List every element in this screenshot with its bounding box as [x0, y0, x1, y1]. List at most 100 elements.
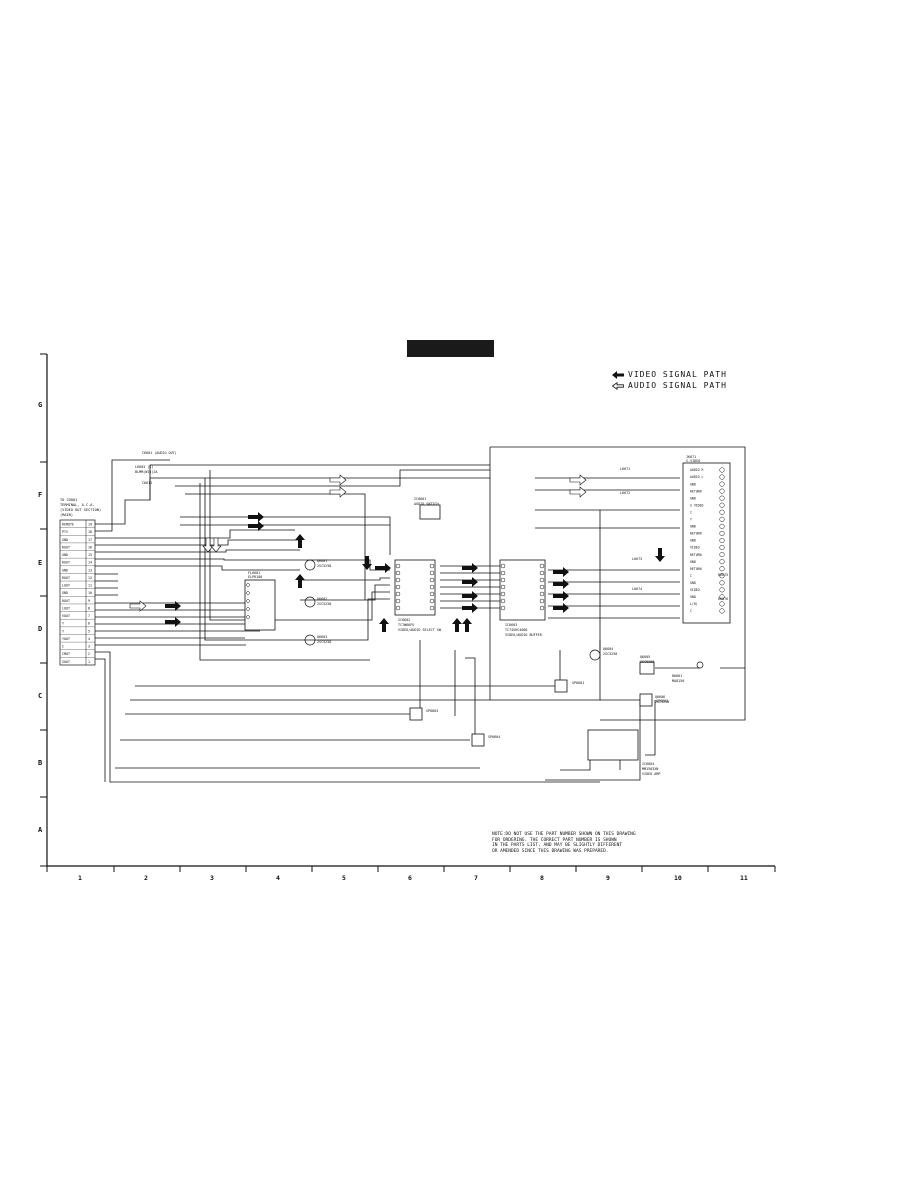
column-labels: 1 2 3 4 5 6 7 8 9 10 11: [78, 874, 748, 882]
label-q6604-sub: 2SC5258: [603, 652, 617, 656]
connector-pin-label: RETURN: [690, 553, 702, 557]
label-q6603: Q6603: [317, 635, 327, 639]
label-d6601-sub: MA8150: [672, 679, 684, 683]
label-sp6603: SP6603: [426, 709, 438, 713]
label-ic6603-desc: VIDEO/AUDIO BUFFER: [505, 633, 543, 637]
q6603-symbol: [304, 634, 316, 646]
col-label-8: 8: [540, 874, 544, 882]
label-l6673: L6673: [632, 557, 642, 561]
terminal-block: TO CD001 TERMINAL, A.C.A. (VIDEO OUT SEC…: [59, 498, 101, 666]
terminal-pin-number: 14: [88, 561, 92, 565]
terminal-pin-number: 8: [88, 606, 90, 610]
label-ic6602-desc: VIDEO/AUDIO SELECT SW: [398, 628, 442, 632]
terminal-pin-name: C: [62, 645, 64, 649]
connector-pin: [719, 474, 725, 480]
connector-pin: [719, 488, 725, 494]
label-ic6601: IC6601: [414, 497, 426, 501]
label-ic6604-sub: MM1503XN: [642, 767, 658, 771]
connector-pin-label: AUDIO L: [690, 475, 704, 479]
note-line: FOR ORDERING. THE CORRECT PART NUMBER IS…: [492, 837, 617, 843]
connector-pin: [719, 559, 725, 565]
connector-pin-label: S VIDEO: [690, 503, 704, 507]
q6601-symbol: [304, 559, 316, 571]
terminal-pin-name: PTV: [62, 530, 68, 534]
sp6601-box: [554, 679, 568, 693]
label-l6671: L6671: [620, 467, 630, 471]
label-q6601: Q6601: [317, 559, 327, 563]
connector-pin-label: RETURN: [690, 489, 702, 493]
legend-video-row: VIDEO SIGNAL PATH: [612, 369, 727, 380]
terminal-pin-name: Y: [62, 622, 64, 626]
terminal-pin-number: 19: [88, 522, 92, 526]
label-q6601-sub: 2SC5258: [317, 564, 331, 568]
fl6601-block: [244, 579, 276, 631]
label-q6602-sub: 2SC5258: [317, 602, 331, 606]
connector-pin: [719, 495, 725, 501]
connector-pin-label: RETURN: [690, 532, 702, 536]
label-ic6602: IC6602: [398, 618, 410, 622]
col-label-11: 11: [740, 874, 748, 882]
label-q6605: Q6605: [640, 655, 650, 659]
component-labels: C6601 (AUDIO OUT) L6603 (S) BLMM(WIO)2A …: [135, 451, 728, 776]
terminal-pin-number: 7: [88, 614, 90, 618]
terminal-title-line: TERMINAL, A.C.A.: [60, 503, 95, 507]
terminal-pin-name: GND: [62, 553, 68, 557]
label-l6672: L6672: [620, 491, 630, 495]
legend: VIDEO SIGNAL PATH AUDIO SIGNAL PATH: [612, 369, 727, 391]
connector-pin: [719, 502, 725, 508]
d6601-box: [639, 661, 655, 675]
connector-pin-label: GND: [690, 595, 696, 599]
label-fl6601: FL6601: [248, 571, 260, 575]
terminal-title-line: (VIDEO OUT SECTION): [60, 508, 101, 512]
col-label-2: 2: [144, 874, 148, 882]
connector-pin-label: GND: [690, 539, 696, 543]
label-jk671-line: S-VIDEO: [686, 459, 700, 463]
connector-pin: [719, 608, 725, 614]
ic6602-block: [394, 559, 436, 616]
connector-pin-label: C: [690, 510, 692, 514]
terminal-pin-name: VOUT: [62, 614, 70, 618]
connector-pin: [719, 587, 725, 593]
row-label-f: F: [38, 491, 42, 499]
connector-pin: [719, 544, 725, 551]
connector-pin: [719, 509, 725, 515]
terminal-title-line: (MAIN): [60, 513, 73, 517]
connector-pin: [719, 467, 725, 473]
label-r6676: R6676: [718, 597, 728, 601]
connector-pin: [719, 601, 725, 607]
label-ic6604-desc: VIDEO AMP: [642, 772, 660, 776]
terminal-pin-name: GND: [62, 591, 68, 595]
terminal-pin-name: ROUT: [62, 599, 70, 603]
label-jk671: JK671: [686, 455, 696, 459]
label-l6603-sub: BLMM(WIO)2A: [135, 470, 157, 474]
terminal-pin-number: 3: [88, 645, 90, 649]
col-label-7: 7: [474, 874, 478, 882]
terminal-pin-number: 5: [88, 629, 90, 633]
filled-arrow-left-icon: [612, 370, 624, 379]
col-label-10: 10: [674, 874, 682, 882]
parts-note: NOTE:DO NOT USE THE PART NUMBER SHOWN ON…: [492, 832, 642, 854]
row-label-b: B: [38, 759, 42, 767]
row-label-a: A: [38, 826, 43, 834]
terminal-pin-name: LOUT: [62, 584, 70, 588]
legend-video-label: VIDEO SIGNAL PATH: [628, 370, 727, 379]
sp6603-box: [409, 707, 423, 721]
label-q6604: Q6604: [603, 647, 613, 651]
col-label-4: 4: [276, 874, 280, 882]
label-r6675: R6675: [718, 573, 728, 577]
terminal-pin-name: REMOTE: [62, 522, 74, 526]
terminal-pin-number: 12: [88, 576, 92, 580]
ic6601-block: [419, 504, 441, 520]
terminal-pin-name: GND: [62, 538, 68, 542]
label-q6606-sub: 2SC5258: [655, 700, 669, 704]
terminal-pin-number: 17: [88, 538, 92, 542]
connector-pin: [719, 566, 725, 572]
connector-pin-label: GND: [690, 525, 696, 529]
label-top-ref: C6601 (AUDIO OUT): [142, 451, 177, 455]
label-l6674: L6674: [632, 587, 642, 591]
connector-pin-label: Y: [690, 518, 692, 522]
transistors: [304, 559, 704, 669]
terminal-pin-name: ROUT: [62, 576, 70, 580]
